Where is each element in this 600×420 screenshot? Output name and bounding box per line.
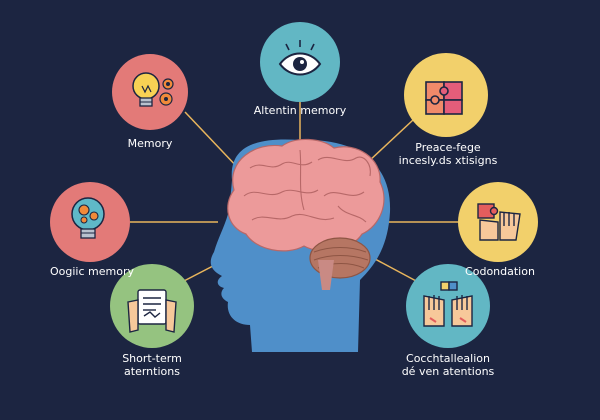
label-coordination: Codondation [465, 265, 535, 278]
node-attention-memory [260, 22, 340, 102]
lightbulb-gears-icon [132, 72, 174, 107]
lightbulb-gears-icon [71, 197, 105, 239]
puzzle-hands-icon [477, 203, 521, 241]
label-short-term: Short-term aterntions [122, 352, 182, 378]
node-short-term [110, 264, 194, 348]
label-memory: Memory [127, 137, 173, 150]
node-coordination [458, 182, 538, 262]
brain-stem [318, 260, 334, 290]
node-problem-solving [404, 53, 488, 137]
connector-problem-solving [367, 119, 414, 163]
tablet-hands-icon [127, 289, 177, 333]
node-memory [112, 54, 188, 130]
puzzle-icon [425, 81, 463, 115]
connector-memory [184, 111, 241, 171]
eye-icon [278, 40, 322, 76]
label-problem-solving: Preace-fege incesly.ds xtisigns [398, 141, 498, 167]
label-attention-memory: Altentin memory [253, 104, 347, 117]
node-logic-memory [50, 182, 130, 262]
label-logic-memory: Oogiic memory [50, 265, 134, 278]
brain-folds [243, 149, 371, 223]
node-coordination-attention [406, 264, 490, 348]
brain [227, 138, 385, 252]
label-coordination-attention: Cocchtallealion dé ven atentions [401, 352, 495, 378]
hands-puzzle-icon [423, 281, 473, 327]
